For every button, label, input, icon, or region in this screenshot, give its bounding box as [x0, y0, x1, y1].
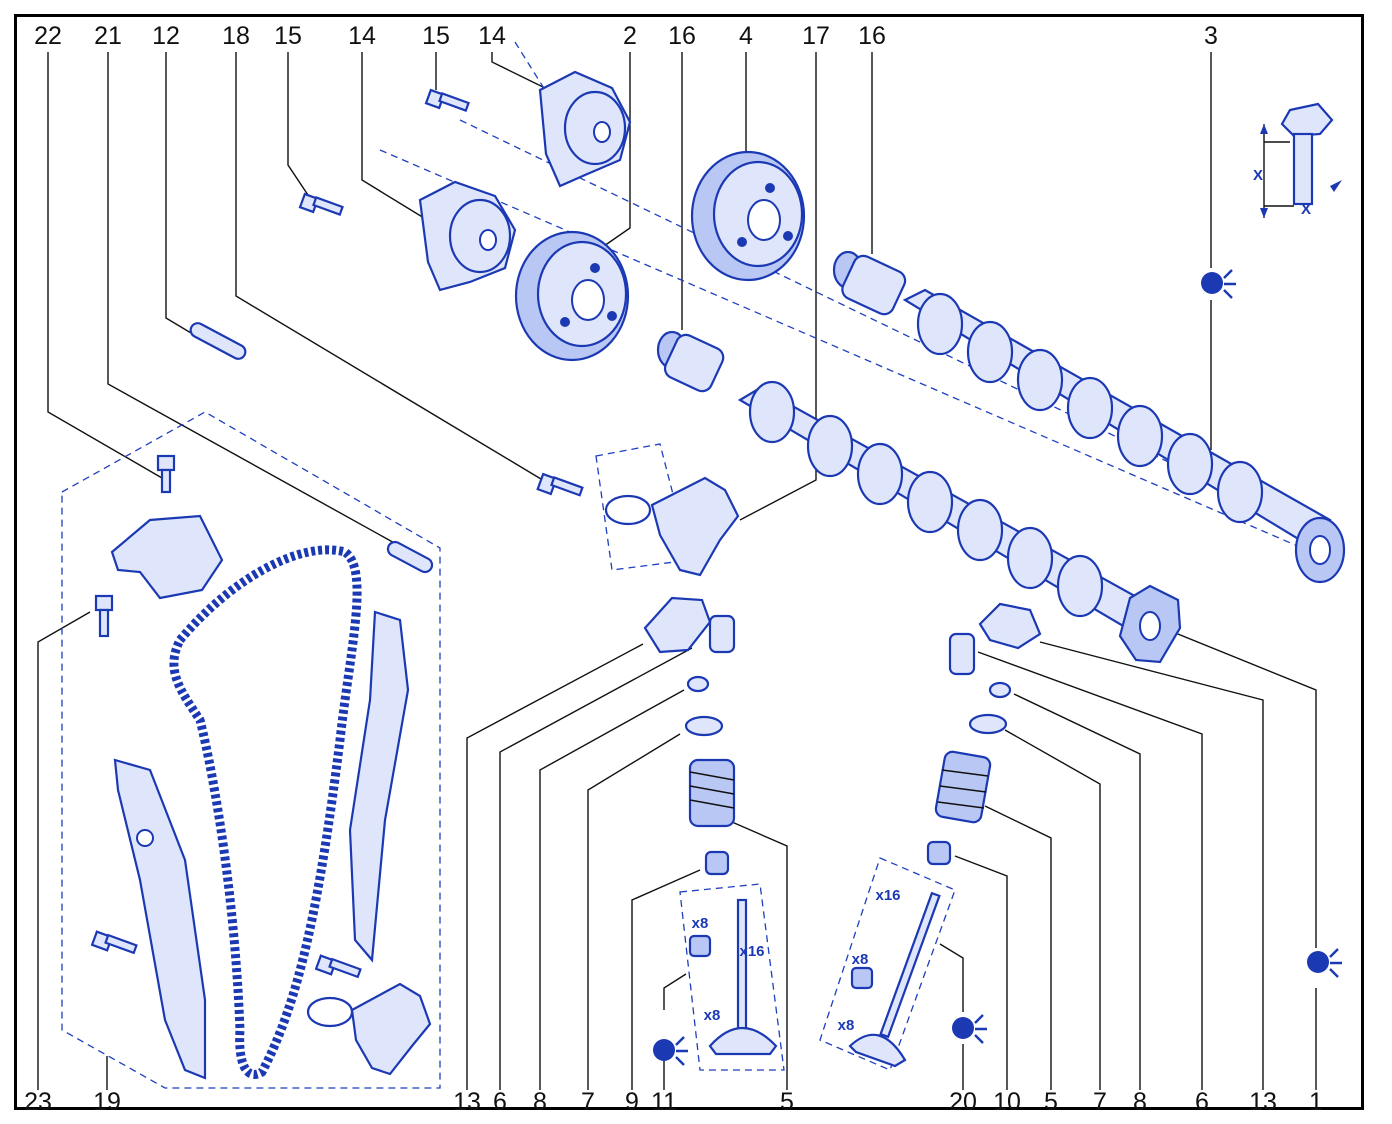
valve-seal-10 — [926, 840, 952, 866]
bolt-guide — [90, 930, 138, 955]
callout-1: 1 — [1309, 1088, 1323, 1116]
callout-5b: 5 — [1044, 1088, 1058, 1116]
callout-15a: 15 — [274, 22, 302, 50]
valve-keeper-8b — [988, 681, 1012, 699]
valve-retainer-7a — [684, 715, 724, 737]
phaser-14a — [418, 180, 517, 292]
bolt-tensioner — [314, 954, 362, 979]
qty-intake-seal: x8 — [692, 915, 709, 932]
torque-x-label-b: X — [1301, 201, 1311, 218]
callout-22: 22 — [34, 22, 62, 50]
bolt-15a — [298, 192, 344, 216]
callout-15b: 15 — [422, 22, 450, 50]
callout-13a: 13 — [453, 1088, 481, 1116]
sprocket-2 — [514, 230, 630, 362]
callout-7a: 7 — [581, 1088, 595, 1116]
callout-8a: 8 — [533, 1088, 547, 1116]
callout-3: 3 — [1204, 22, 1218, 50]
qty-exhaust-valve: x8 — [838, 1017, 855, 1034]
callout-12: 12 — [152, 22, 180, 50]
cam-solenoid-16a — [656, 330, 725, 393]
callout-16a: 16 — [668, 22, 696, 50]
timing-chain-19 — [169, 545, 362, 1079]
callout-19: 19 — [93, 1088, 121, 1116]
callout-6a: 6 — [493, 1088, 507, 1116]
torque-x-label-a: X — [1253, 167, 1263, 184]
rocker-finger-13a — [643, 596, 712, 654]
bolt-23 — [94, 594, 114, 638]
oil-can-icon — [1201, 269, 1236, 299]
chain-guide-fixed — [348, 610, 410, 963]
valve-keeper-8a — [686, 675, 710, 693]
top-callouts: 22 21 12 18 15 14 15 14 2 16 4 17 16 3 — [34, 22, 1218, 50]
upper-chain-guide — [110, 514, 224, 600]
callout-20: 20 — [949, 1088, 977, 1116]
qty-exhaust-seal: x8 — [852, 951, 869, 968]
oil-can-icon — [1307, 948, 1342, 978]
lash-adjuster-6b — [948, 632, 976, 676]
lash-adjuster-6a — [708, 614, 736, 654]
callout-8b: 8 — [1133, 1088, 1147, 1116]
intake-valve-11: x8 x16 x8 — [688, 898, 778, 1056]
phaser-14b — [538, 70, 632, 188]
callout-23: 23 — [24, 1088, 52, 1116]
chain-tensioner-17 — [604, 476, 740, 577]
bottom-callouts: 23 19 13 6 8 7 9 11 5 20 10 5 7 8 6 13 1 — [24, 1088, 1323, 1116]
callout-14a: 14 — [348, 22, 376, 50]
leader-lines — [37, 52, 1317, 1090]
chain-guide-pivot — [113, 758, 207, 1080]
callout-16b: 16 — [858, 22, 886, 50]
callout-18: 18 — [222, 22, 250, 50]
callout-13b: 13 — [1249, 1088, 1277, 1116]
valve-spring-5a — [688, 758, 736, 828]
cam-solenoid-16b — [832, 250, 907, 316]
callout-14b: 14 — [478, 22, 506, 50]
bolt-torque-icon: X X — [1253, 102, 1342, 218]
callout-21: 21 — [94, 22, 122, 50]
sprocket-4 — [690, 150, 806, 282]
bolt-15b — [424, 88, 470, 112]
oil-can-icon — [653, 1036, 688, 1066]
callout-10: 10 — [993, 1088, 1021, 1116]
callout-2: 2 — [623, 22, 637, 50]
callout-9: 9 — [625, 1088, 639, 1116]
callout-4: 4 — [739, 22, 753, 50]
exhaust-camshaft — [902, 288, 1346, 584]
diagram-frame — [14, 14, 1364, 1110]
qty-intake-valve: x8 — [704, 1007, 721, 1024]
valve-retainer-7b — [968, 713, 1008, 735]
lower-tensioner — [306, 982, 432, 1076]
qty-exhaust-keeper: x16 — [875, 887, 900, 904]
callout-11: 11 — [651, 1088, 677, 1116]
valve-spring-5b — [934, 750, 992, 824]
callout-6b: 6 — [1195, 1088, 1209, 1116]
intake-camshaft — [737, 380, 1182, 664]
valve-seal-9 — [704, 850, 730, 876]
dowel-pin-12 — [189, 322, 247, 360]
callout-17: 17 — [802, 22, 830, 50]
dowel-pin-21 — [386, 540, 434, 574]
qty-intake-keeper: x16 — [739, 943, 764, 960]
rocker-finger-13b — [978, 602, 1042, 650]
callout-7b: 7 — [1093, 1088, 1107, 1116]
oil-can-icon — [952, 1014, 987, 1044]
bolt-22 — [156, 454, 176, 494]
exhaust-valve-20: x16 x8 x8 — [838, 887, 941, 1068]
bolt-18 — [536, 472, 584, 497]
callout-5a: 5 — [780, 1088, 794, 1116]
